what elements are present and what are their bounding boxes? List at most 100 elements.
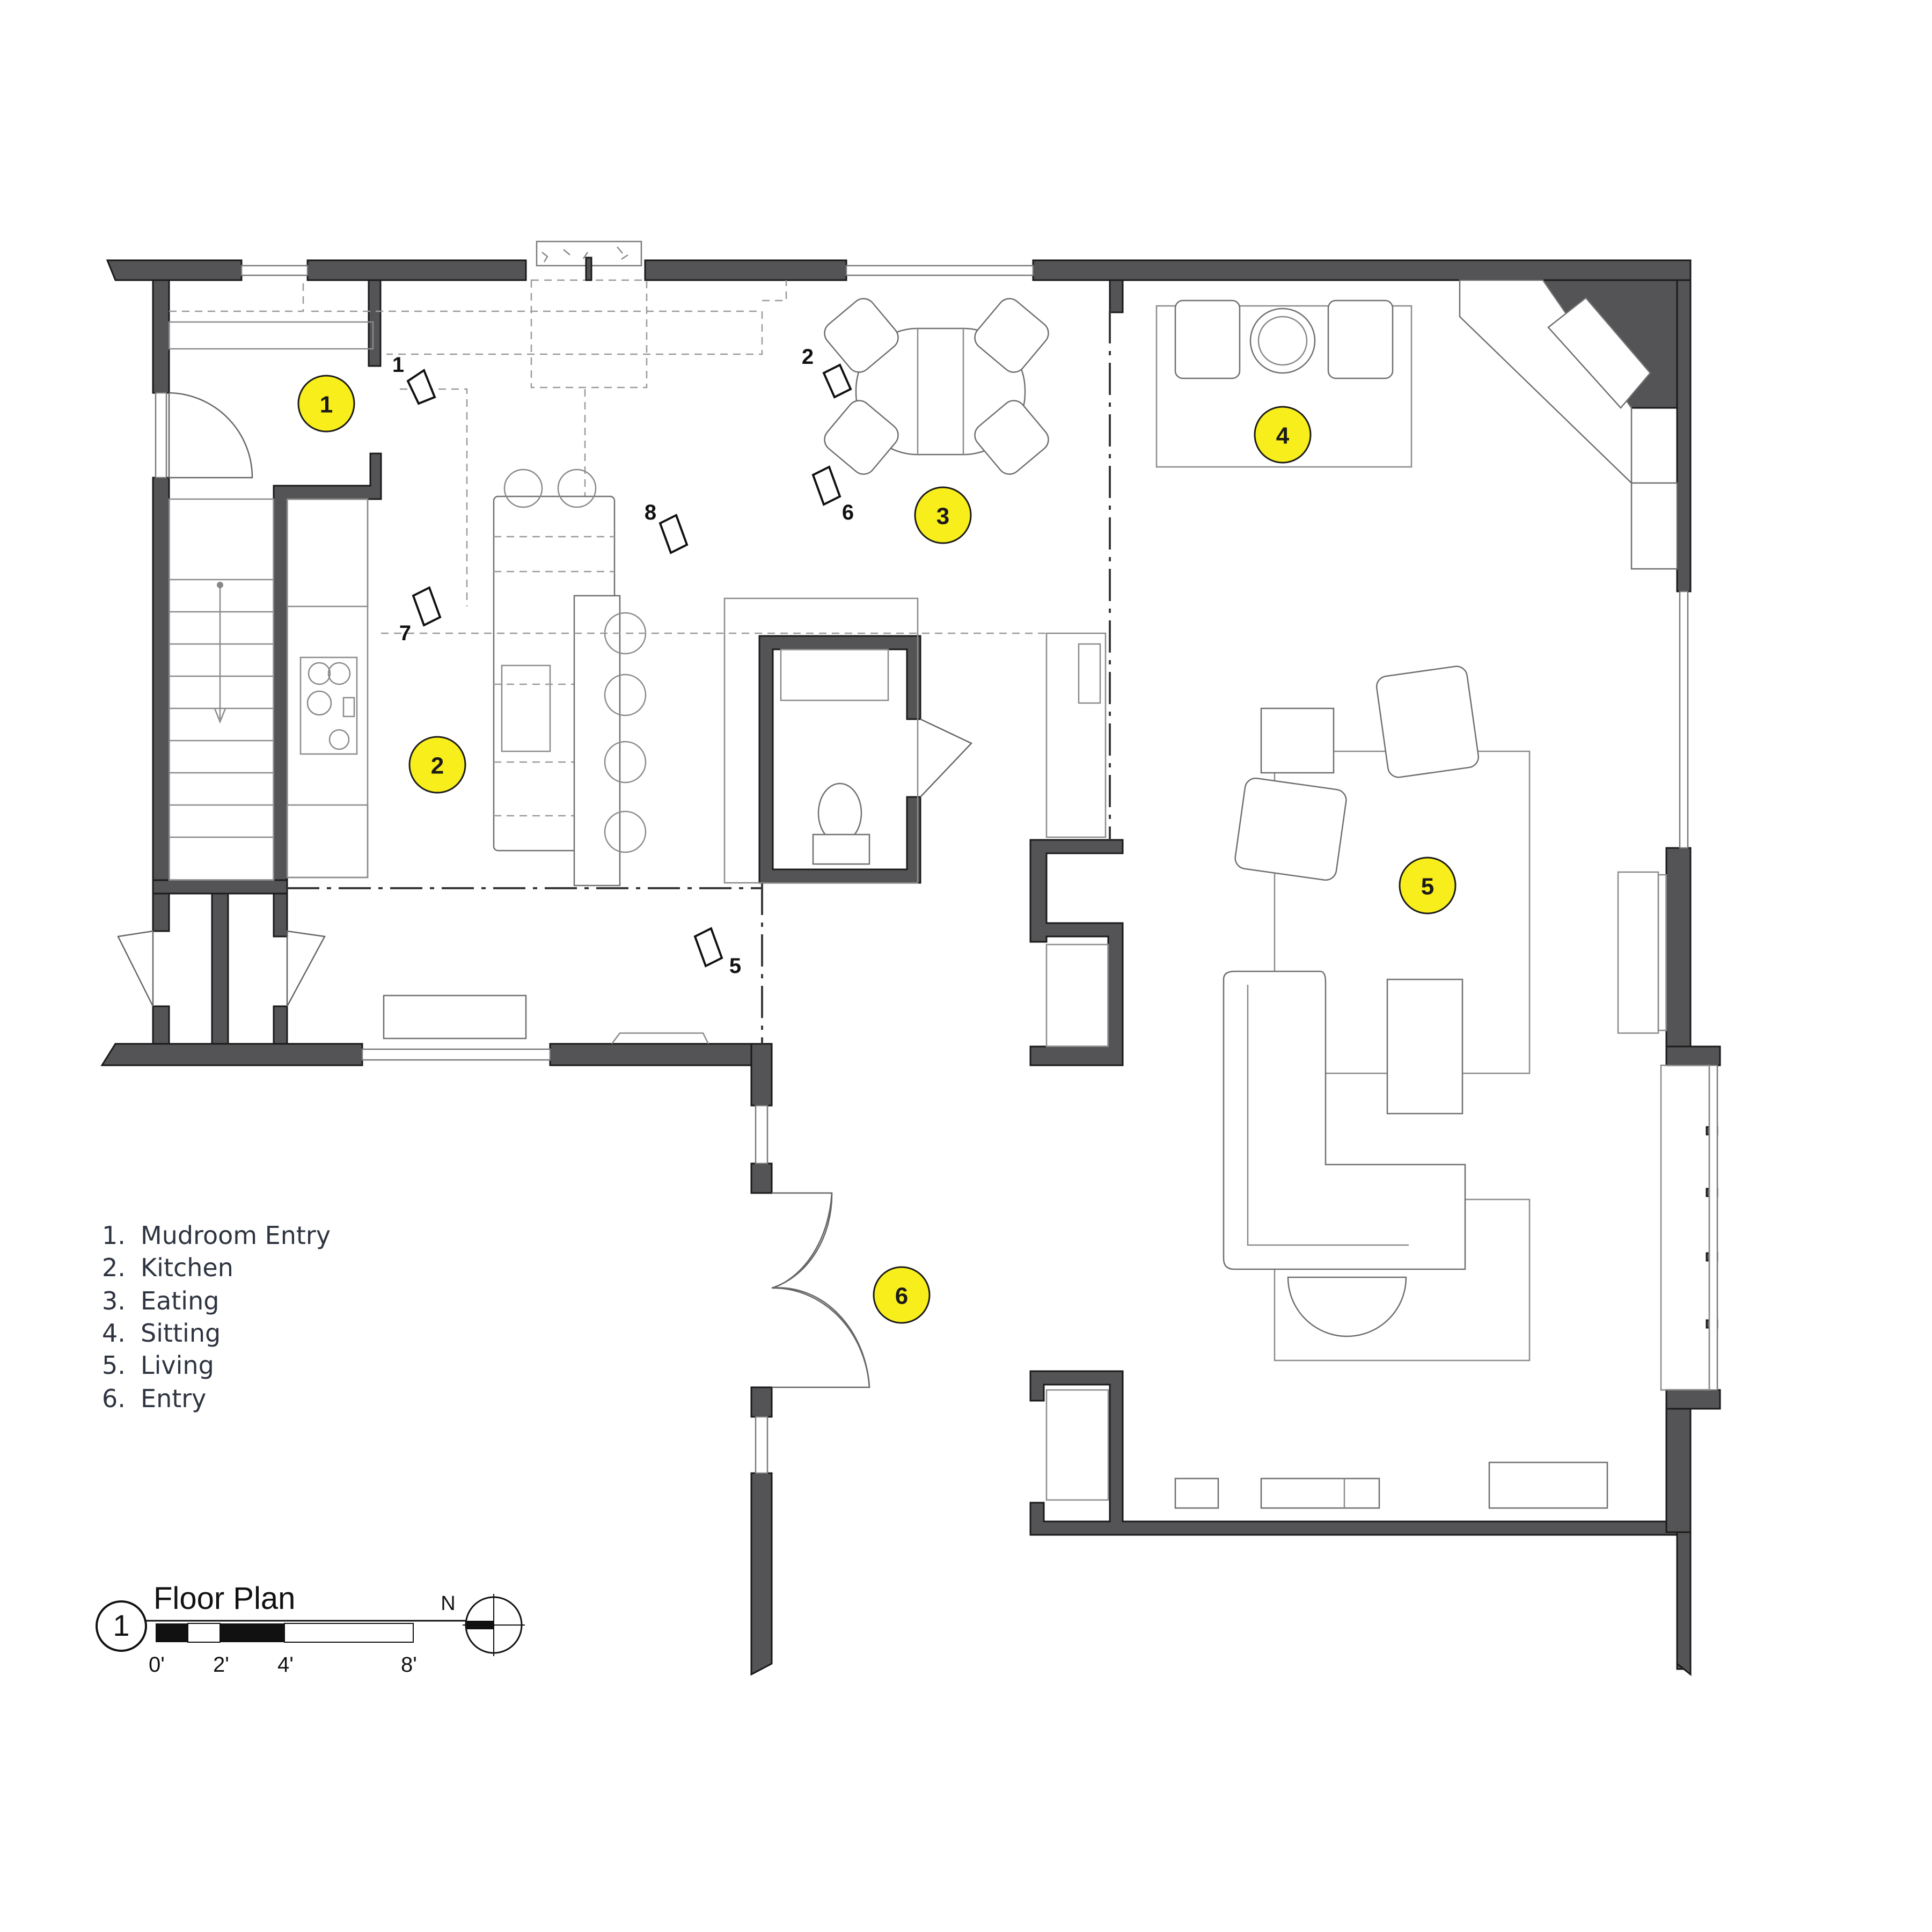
coffee-table — [1386, 978, 1463, 1115]
end-table — [1260, 707, 1335, 774]
view-marker-label: 6 — [842, 501, 854, 524]
pantry-counter — [723, 597, 919, 884]
window-top-1 — [240, 265, 309, 276]
wall-stair-base — [152, 879, 288, 895]
dishwasher — [286, 804, 369, 879]
sitting-chair-2 — [1327, 299, 1394, 379]
wall-bottom-mid — [549, 1043, 773, 1066]
side-cabinet-3 — [1488, 1461, 1608, 1509]
drawing-number: 1 — [113, 1608, 129, 1642]
stair-treads — [169, 579, 274, 838]
scale-label-8: 8' — [401, 1653, 417, 1677]
fridge — [286, 498, 369, 608]
window-entry-1 — [755, 1104, 769, 1165]
view-marker-7: 7 — [399, 586, 442, 645]
wall-east-tail — [1676, 1531, 1692, 1677]
room-badge-label: 5 — [1421, 874, 1434, 900]
burner-4 — [328, 729, 350, 750]
island-sink — [501, 664, 551, 752]
window-west — [155, 392, 167, 479]
chair-4 — [974, 400, 1049, 475]
scale-label-2: 2' — [213, 1653, 229, 1677]
view-marker-5: 5 — [693, 927, 741, 978]
room-badge-label: 4 — [1276, 423, 1290, 449]
mudroom-door — [168, 392, 253, 479]
side-cabinet-1 — [1174, 1477, 1219, 1509]
built-in-shelf — [1078, 643, 1101, 704]
powder-door — [920, 718, 973, 797]
drawing-title: Floor Plan — [153, 1581, 295, 1616]
legend-num-5: 5. — [102, 1351, 126, 1380]
view-marker-2: 2 — [802, 345, 852, 399]
entry-door-swing-r — [772, 1287, 870, 1388]
wall-entry-upper — [750, 1043, 773, 1107]
bay-seat — [1660, 1064, 1710, 1391]
stair-arrow — [214, 585, 226, 724]
stair — [168, 498, 275, 881]
tv-panel — [1657, 874, 1667, 1031]
window-bottom — [361, 1048, 551, 1061]
windows — [155, 240, 1718, 1474]
vent-bottom — [611, 1032, 709, 1044]
side-table — [1249, 308, 1316, 374]
wall-east-bay1 — [1665, 1045, 1721, 1066]
closet-shelf-2 — [1045, 1389, 1109, 1501]
vanity — [780, 648, 889, 701]
wall-closet-right — [273, 892, 288, 938]
chair-1 — [824, 298, 899, 373]
view-marker-label: 5 — [729, 954, 741, 978]
window-top-2 — [845, 265, 1034, 276]
legend-name-1: Mudroom Entry — [141, 1221, 331, 1250]
legend-name-2: Kitchen — [141, 1253, 233, 1282]
sectional-back — [1247, 985, 1409, 1246]
mudroom-bench — [168, 321, 374, 350]
legend-name-3: Eating — [141, 1286, 219, 1315]
room-badge-label: 2 — [431, 753, 444, 779]
room-badge-label: 6 — [895, 1283, 908, 1309]
fixtures — [168, 246, 1678, 1509]
closet-door-left — [117, 930, 154, 1007]
window-entry-2 — [755, 1416, 769, 1474]
view-marker-1: 1 — [392, 353, 436, 405]
built-in-cabinet — [1045, 632, 1107, 838]
wall-west-upper — [152, 279, 170, 394]
wall-east-upper — [1676, 279, 1692, 592]
planter-post — [585, 257, 592, 281]
side-cabinet-2 — [1260, 1477, 1380, 1509]
scale-label-0: 0' — [149, 1653, 165, 1677]
stool-3 — [604, 741, 647, 784]
title-block: 1 Floor Plan 0' 2' 4' 8' N — [96, 1581, 525, 1677]
wall-east-bay2 — [1665, 1389, 1721, 1410]
room-badge-4: 4 — [1254, 406, 1312, 464]
legend-name-6: Entry — [141, 1384, 206, 1413]
wall-entry-jamb1 — [750, 1162, 773, 1194]
zone-line-kitchen — [287, 883, 763, 1044]
room-badge-6: 6 — [873, 1266, 931, 1324]
kitchen-counter-left — [286, 498, 369, 879]
wall-bottom-left — [100, 1043, 363, 1066]
room-badge-label: 1 — [320, 392, 333, 418]
legend-num-3: 3. — [102, 1286, 126, 1315]
room-badge-1: 1 — [297, 375, 355, 433]
sectional-sofa — [1223, 970, 1466, 1270]
walls — [100, 259, 1721, 1677]
view-marker-8: 8 — [645, 501, 689, 554]
round-ottoman — [1287, 1276, 1407, 1337]
view-marker-label: 1 — [392, 353, 404, 377]
stool-4 — [604, 810, 647, 853]
chair-2 — [974, 298, 1049, 373]
wall-top-left — [106, 259, 243, 281]
room-badge-2: 2 — [408, 736, 466, 794]
scale-label-4: 4' — [277, 1653, 294, 1677]
closet-door-right — [286, 930, 326, 1007]
wall-top-right — [1032, 259, 1692, 281]
wall-fireplace-lower — [1029, 1370, 1692, 1670]
wall-entry-jamb2 — [750, 1386, 773, 1418]
scale-bar: 0' 2' 4' 8' — [149, 1623, 417, 1677]
view-marker-label: 8 — [645, 501, 656, 524]
legend-name-5: Living — [141, 1351, 214, 1380]
wall-closet-right2 — [273, 1005, 288, 1045]
view-marker-label: 2 — [802, 345, 814, 369]
wall-closet-div — [211, 892, 229, 1045]
